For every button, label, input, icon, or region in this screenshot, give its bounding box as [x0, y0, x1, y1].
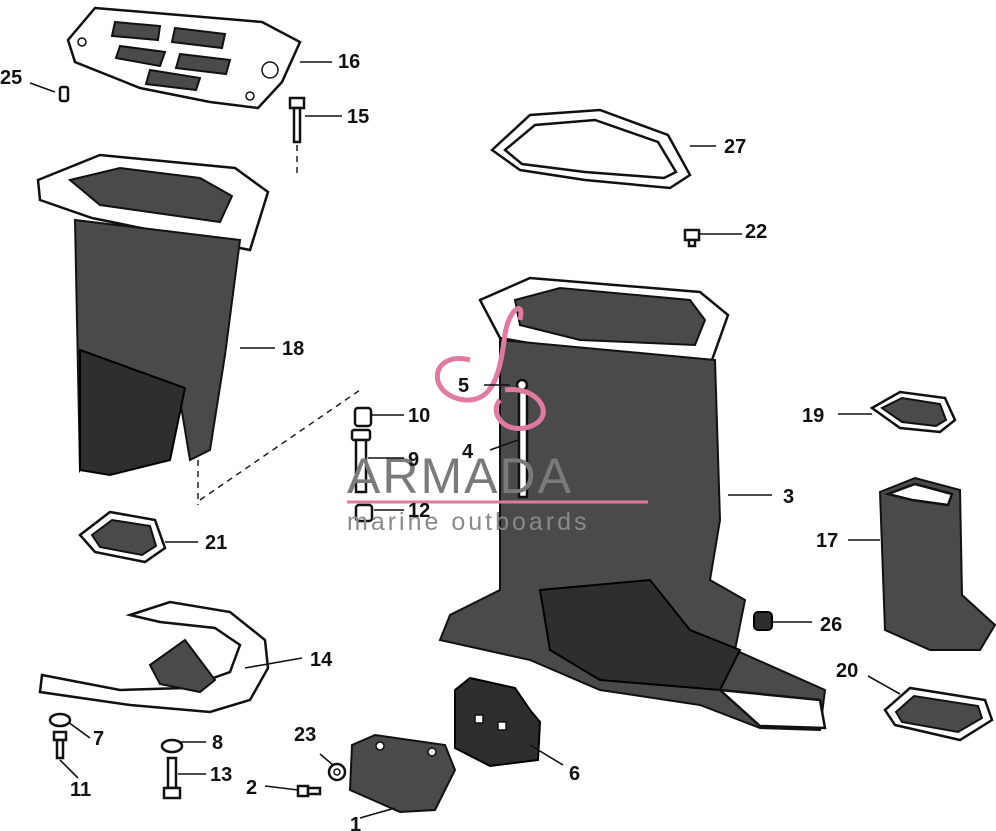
callout-10: 10 [408, 405, 430, 427]
callout-20: 20 [836, 660, 858, 682]
part-23-washer [327, 762, 347, 782]
callout-25: 25 [0, 67, 22, 89]
callout-11: 11 [70, 779, 91, 801]
callout-1: 1 [350, 814, 361, 831]
part-13-bolt [162, 756, 182, 800]
part-15-bolt [288, 96, 306, 175]
part-19-seal [869, 390, 957, 434]
part-18-exhaust-housing [36, 153, 270, 505]
callout-14: 14 [310, 649, 333, 671]
part-1-cover [348, 733, 457, 814]
callout-15: 15 [347, 106, 369, 128]
part-27-seal-ring [490, 108, 692, 190]
callout-4: 4 [462, 441, 474, 463]
callout-3: 3 [783, 486, 794, 508]
callout-16: 16 [338, 51, 360, 73]
part-21-seal [78, 510, 167, 564]
callout-7: 7 [93, 728, 104, 750]
part-6-mount [454, 676, 542, 768]
watermark-title: ARMADA [347, 448, 573, 504]
leader-lines [29, 61, 901, 819]
part-17-exhaust-tube [878, 476, 996, 651]
callout-13: 13 [210, 764, 232, 786]
callout-2: 2 [246, 777, 257, 799]
callout-21: 21 [205, 532, 227, 554]
watermark-subtitle: marine outboards [347, 508, 590, 536]
part-22-bolt [683, 228, 701, 248]
part-20-seal [883, 686, 994, 742]
callout-18: 18 [282, 338, 304, 360]
callout-labels: 16 25 15 27 22 18 5 10 19 4 9 3 12 21 17… [0, 51, 858, 831]
watermark-logo-icon [435, 306, 546, 431]
part-26-plug [753, 611, 773, 631]
callout-17: 17 [816, 530, 838, 552]
part-3-driveshaft-housing [438, 276, 827, 732]
callout-8: 8 [212, 732, 223, 754]
part-2-screw [296, 784, 322, 798]
part-14-plate [38, 600, 270, 714]
part-11-bolt [52, 730, 68, 760]
callout-9: 9 [408, 449, 419, 471]
callout-26: 26 [820, 614, 842, 636]
callout-19: 19 [802, 405, 824, 427]
part-10-bushing [353, 406, 373, 428]
part-7-washer [48, 712, 72, 728]
part-8-washer [160, 738, 184, 754]
callout-23: 23 [294, 724, 316, 746]
part-9-sleeve [350, 428, 372, 494]
part-16-gasket [66, 6, 302, 110]
watermark: ARMADA marine outboards [347, 306, 648, 536]
part-25-dowel-pin [58, 85, 70, 103]
callout-5: 5 [458, 375, 469, 397]
callout-6: 6 [569, 763, 580, 785]
callout-27: 27 [724, 136, 746, 158]
callout-22: 22 [745, 221, 767, 243]
part-12-bushing [354, 503, 374, 523]
callout-12: 12 [408, 500, 430, 522]
